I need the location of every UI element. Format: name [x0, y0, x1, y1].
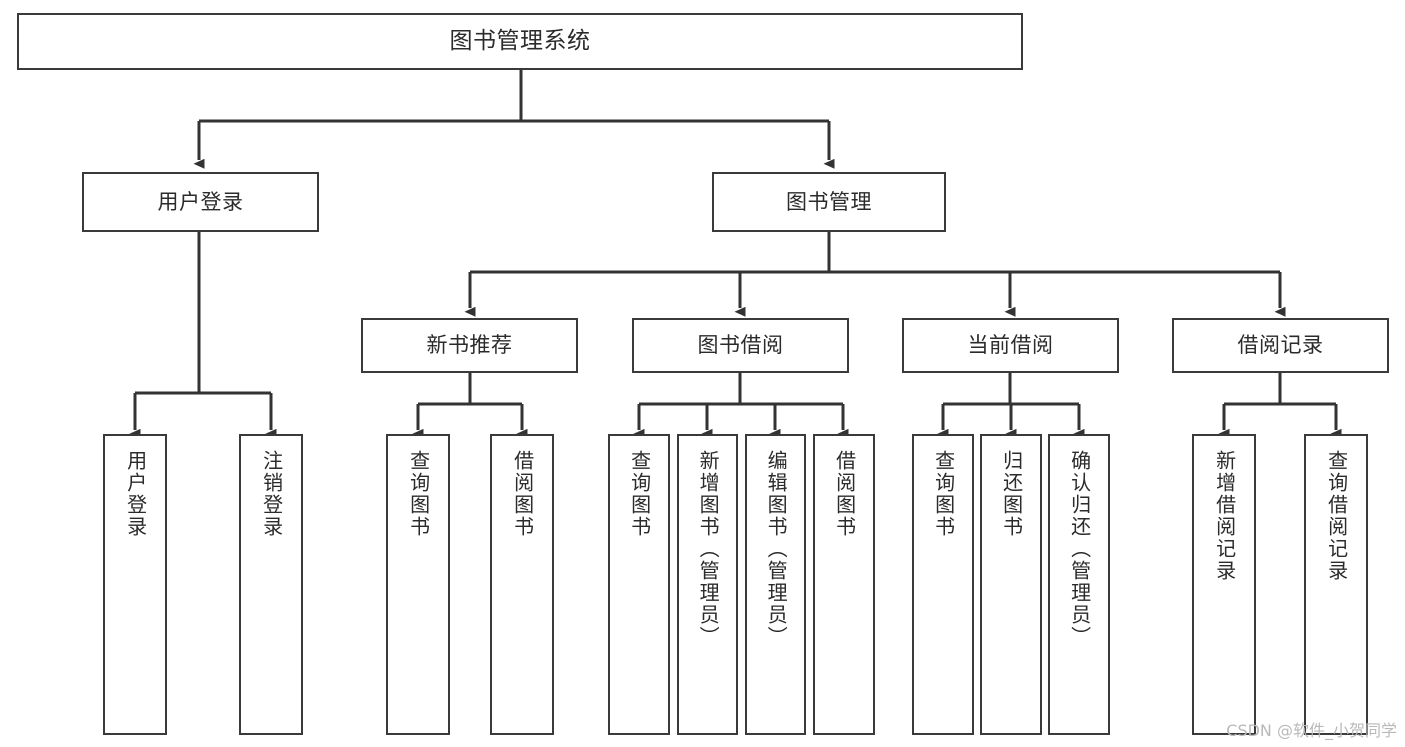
- node-leaf-confirm-return[interactable]: 确认归还（管理员）: [1048, 434, 1110, 735]
- node-label: 编辑图书（管理员）: [764, 450, 789, 648]
- node-borrow-record[interactable]: 借阅记录: [1172, 318, 1389, 373]
- node-user-login[interactable]: 用户登录: [82, 172, 319, 232]
- node-label: 注销登录: [259, 450, 284, 538]
- node-leaf-return-book[interactable]: 归还图书: [980, 434, 1042, 735]
- node-leaf-user-login[interactable]: 用户登录: [103, 434, 167, 735]
- node-new-book-rec[interactable]: 新书推荐: [361, 318, 578, 373]
- node-label: 新书推荐: [426, 333, 513, 358]
- node-label: 新增借阅记录: [1212, 450, 1237, 582]
- node-label: 新增图书（管理员）: [696, 450, 721, 648]
- node-book-manage[interactable]: 图书管理: [712, 172, 946, 232]
- node-leaf-add-record[interactable]: 新增借阅记录: [1192, 434, 1256, 735]
- node-label: 归还图书: [999, 450, 1024, 538]
- node-label: 用户登录: [157, 189, 244, 214]
- node-label: 用户登录: [123, 450, 148, 538]
- node-leaf-query-book-2[interactable]: 查询图书: [608, 434, 670, 735]
- node-leaf-borrow-book-1[interactable]: 借阅图书: [490, 434, 554, 735]
- node-current-borrow[interactable]: 当前借阅: [902, 318, 1119, 373]
- csdn-watermark: CSDN @软件_小贺同学: [1226, 721, 1397, 740]
- node-label: 查询图书: [627, 450, 652, 538]
- node-book-borrow[interactable]: 图书借阅: [632, 318, 849, 373]
- node-leaf-add-book[interactable]: 新增图书（管理员）: [677, 434, 738, 735]
- node-leaf-query-record[interactable]: 查询借阅记录: [1304, 434, 1368, 735]
- node-label: 图书借阅: [697, 333, 784, 358]
- node-label: 确认归还（管理员）: [1067, 450, 1092, 648]
- node-leaf-edit-book[interactable]: 编辑图书（管理员）: [745, 434, 806, 735]
- node-leaf-query-book-3[interactable]: 查询图书: [912, 434, 974, 735]
- node-label: 借阅图书: [510, 450, 535, 538]
- node-label: 查询图书: [931, 450, 956, 538]
- node-label: 当前借阅: [967, 333, 1054, 358]
- node-label: 借阅记录: [1237, 333, 1324, 358]
- node-label: 查询图书: [406, 450, 431, 538]
- node-leaf-borrow-book-2[interactable]: 借阅图书: [813, 434, 875, 735]
- node-label: 借阅图书: [832, 450, 857, 538]
- node-label: 图书管理: [786, 189, 872, 214]
- node-leaf-query-book-1[interactable]: 查询图书: [386, 434, 450, 735]
- node-label: 图书管理系统: [449, 27, 591, 54]
- node-leaf-logout[interactable]: 注销登录: [239, 434, 303, 735]
- node-label: 查询借阅记录: [1324, 450, 1349, 582]
- node-root-system[interactable]: 图书管理系统: [17, 13, 1023, 70]
